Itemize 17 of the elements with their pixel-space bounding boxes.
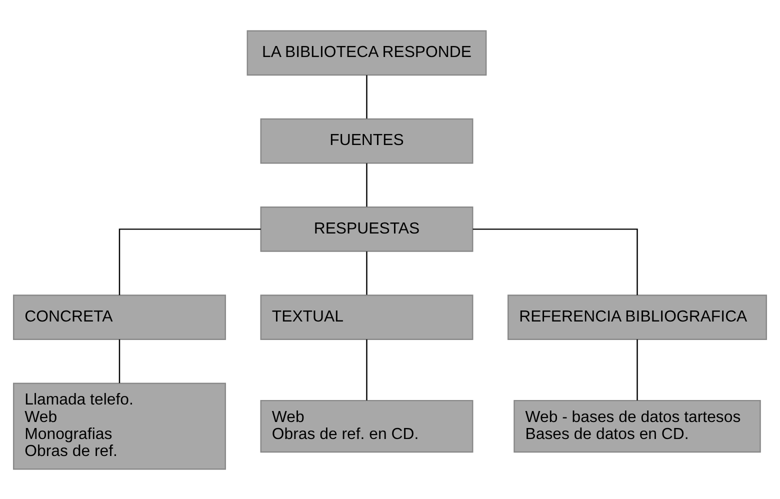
connector [366,74,368,118]
connector [636,338,638,400]
node-box: LA BIBLIOTECA RESPONDE [246,30,487,76]
node-box: Web - bases de datos tartesos Bases de datos en CD. [514,399,761,452]
connector [118,338,120,383]
node-box: Llamada telefo. Web Monografias Obras de ref. [13,382,226,470]
node-box: TEXTUAL [260,294,474,340]
node-box: RESPUESTAS [260,206,474,252]
node-box: CONCRETA [13,294,226,340]
connector [366,338,368,400]
connector [366,162,368,206]
connector [118,228,261,295]
connector [472,228,638,295]
node-box: Web Obras de ref. en CD. [260,399,474,452]
connector [366,250,368,294]
node-box: FUENTES [260,118,474,164]
node-box: REFERENCIA BIBLIOGRAFICA [508,294,767,340]
